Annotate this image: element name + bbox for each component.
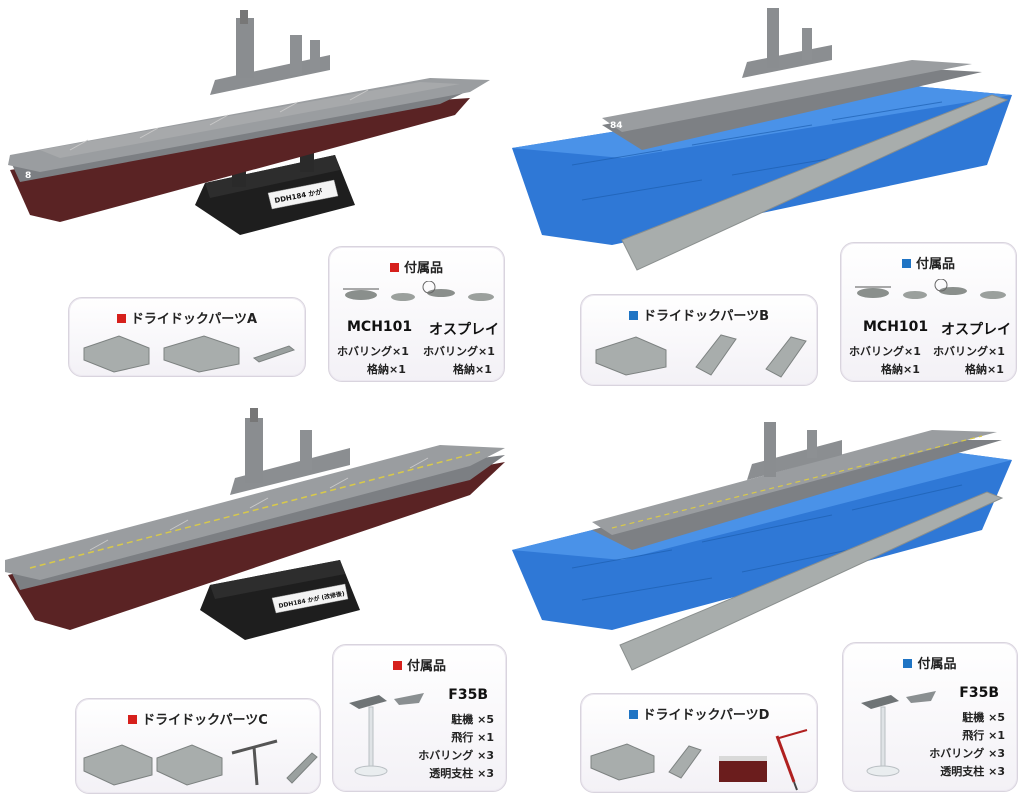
osprey-stow-count: 格納×1 xyxy=(453,363,492,376)
parts-title: ドライドックパーツB xyxy=(643,309,769,324)
helicopter-stow-count: 格納×1 xyxy=(881,363,920,376)
drydock-parts-illustration xyxy=(595,334,807,378)
accessory-item-parked: 駐機 ×5 xyxy=(451,713,494,726)
accessory-item-clear-stand: 透明支柱 ×3 xyxy=(429,767,494,780)
helicopter-hover-count: ホバリング×1 xyxy=(849,345,921,358)
panel-kaga-stand: DDH184 かが 8 ドライドックパーツA 付属品 xyxy=(0,0,512,400)
accessories-box: 付属品 MCH101 オスプレイ ホバリング×1 ホバリング×1 格納×1 格納… xyxy=(328,246,505,382)
hull-number: 8 xyxy=(25,171,31,181)
accessories-title: 付属品 xyxy=(406,659,446,674)
drydock-parts-illustration xyxy=(83,739,318,786)
drydock-parts-b-box: ドライドックパーツB xyxy=(580,294,818,386)
osprey-hover-count: ホバリング×1 xyxy=(423,345,495,358)
red-marker-icon xyxy=(392,661,402,670)
parts-title: ドライドックパーツD xyxy=(642,708,770,723)
accessory-item-parked: 駐機 ×5 xyxy=(962,711,1005,724)
helicopter-stow-count: 格納×1 xyxy=(367,363,406,376)
helicopter-name: MCH101 xyxy=(347,319,413,335)
accessories-box: 付属品 F35B 駐機 ×5 飛行 ×1 ホバリング ×3 透明支柱 ×3 xyxy=(842,642,1018,792)
accessory-item-flying: 飛行 ×1 xyxy=(451,731,494,744)
drydock-parts-illustration xyxy=(83,335,296,373)
aircraft-illustration xyxy=(343,281,494,301)
accessories-title: 付属品 xyxy=(403,261,443,276)
accessory-item-flying: 飛行 ×1 xyxy=(962,729,1005,742)
helicopter-name: MCH101 xyxy=(863,319,929,335)
accessory-item-clear-stand: 透明支柱 ×3 xyxy=(940,765,1005,778)
f35b-name: F35B xyxy=(959,685,999,701)
ship-model-on-stand: DDH184 かが (改修後) xyxy=(5,408,505,640)
f35b-with-stand-illustration xyxy=(861,691,936,777)
accessory-item-hovering: ホバリング ×3 xyxy=(929,747,1005,760)
panel-kaga-modified-waterline: ドライドックパーツD 付属品 F35B 駐機 ×5 飛行 ×1 ホバリング ×3… xyxy=(512,400,1024,800)
drydock-parts-c-box: ドライドックパーツC xyxy=(75,698,321,794)
red-marker-icon xyxy=(389,263,399,272)
parts-title: ドライドックパーツC xyxy=(142,713,268,728)
drydock-parts-d-box: ドライドックパーツD xyxy=(580,693,818,793)
f35b-with-stand-illustration xyxy=(349,693,424,777)
red-marker-icon xyxy=(128,715,138,724)
hull-number: 84 xyxy=(610,121,623,131)
accessories-title: 付属品 xyxy=(915,257,955,272)
ship-model-on-water-base xyxy=(512,422,1012,671)
blue-marker-icon xyxy=(628,710,638,719)
helicopter-hover-count: ホバリング×1 xyxy=(337,345,409,358)
accessories-box: 付属品 F35B 駐機 ×5 飛行 ×1 ホバリング ×3 透明支柱 ×3 xyxy=(332,644,507,792)
ship-model-on-stand: DDH184 かが 8 xyxy=(8,10,490,235)
ship-model-on-water-base: 84 xyxy=(512,8,1012,271)
red-marker-icon xyxy=(116,314,126,323)
osprey-hover-count: ホバリング×1 xyxy=(933,345,1005,358)
panel-kaga-modified-stand: DDH184 かが (改修後) ドライドックパーツC 付属品 xyxy=(0,400,512,800)
aircraft-illustration xyxy=(855,279,1006,299)
parts-title: ドライドックパーツA xyxy=(130,312,258,327)
osprey-name: オスプレイ xyxy=(941,322,1011,338)
blue-marker-icon xyxy=(629,311,638,320)
blue-marker-icon xyxy=(901,259,911,268)
drydock-parts-illustration xyxy=(590,729,808,791)
accessories-title: 付属品 xyxy=(917,657,957,672)
drydock-parts-a-box: ドライドックパーツA xyxy=(68,297,306,377)
osprey-name: オスプレイ xyxy=(429,322,499,338)
accessories-box: 付属品 MCH101 オスプレイ ホバリング×1 ホバリング×1 格納×1 格納… xyxy=(840,242,1017,382)
panel-kaga-waterline: 84 ドライドックパーツB 付属品 MCH101 オスプレイ ホバリング×1 ホ… xyxy=(512,0,1024,400)
blue-marker-icon xyxy=(903,659,913,668)
accessory-item-hovering: ホバリング ×3 xyxy=(418,749,494,762)
osprey-stow-count: 格納×1 xyxy=(965,363,1004,376)
f35b-name: F35B xyxy=(448,687,488,703)
